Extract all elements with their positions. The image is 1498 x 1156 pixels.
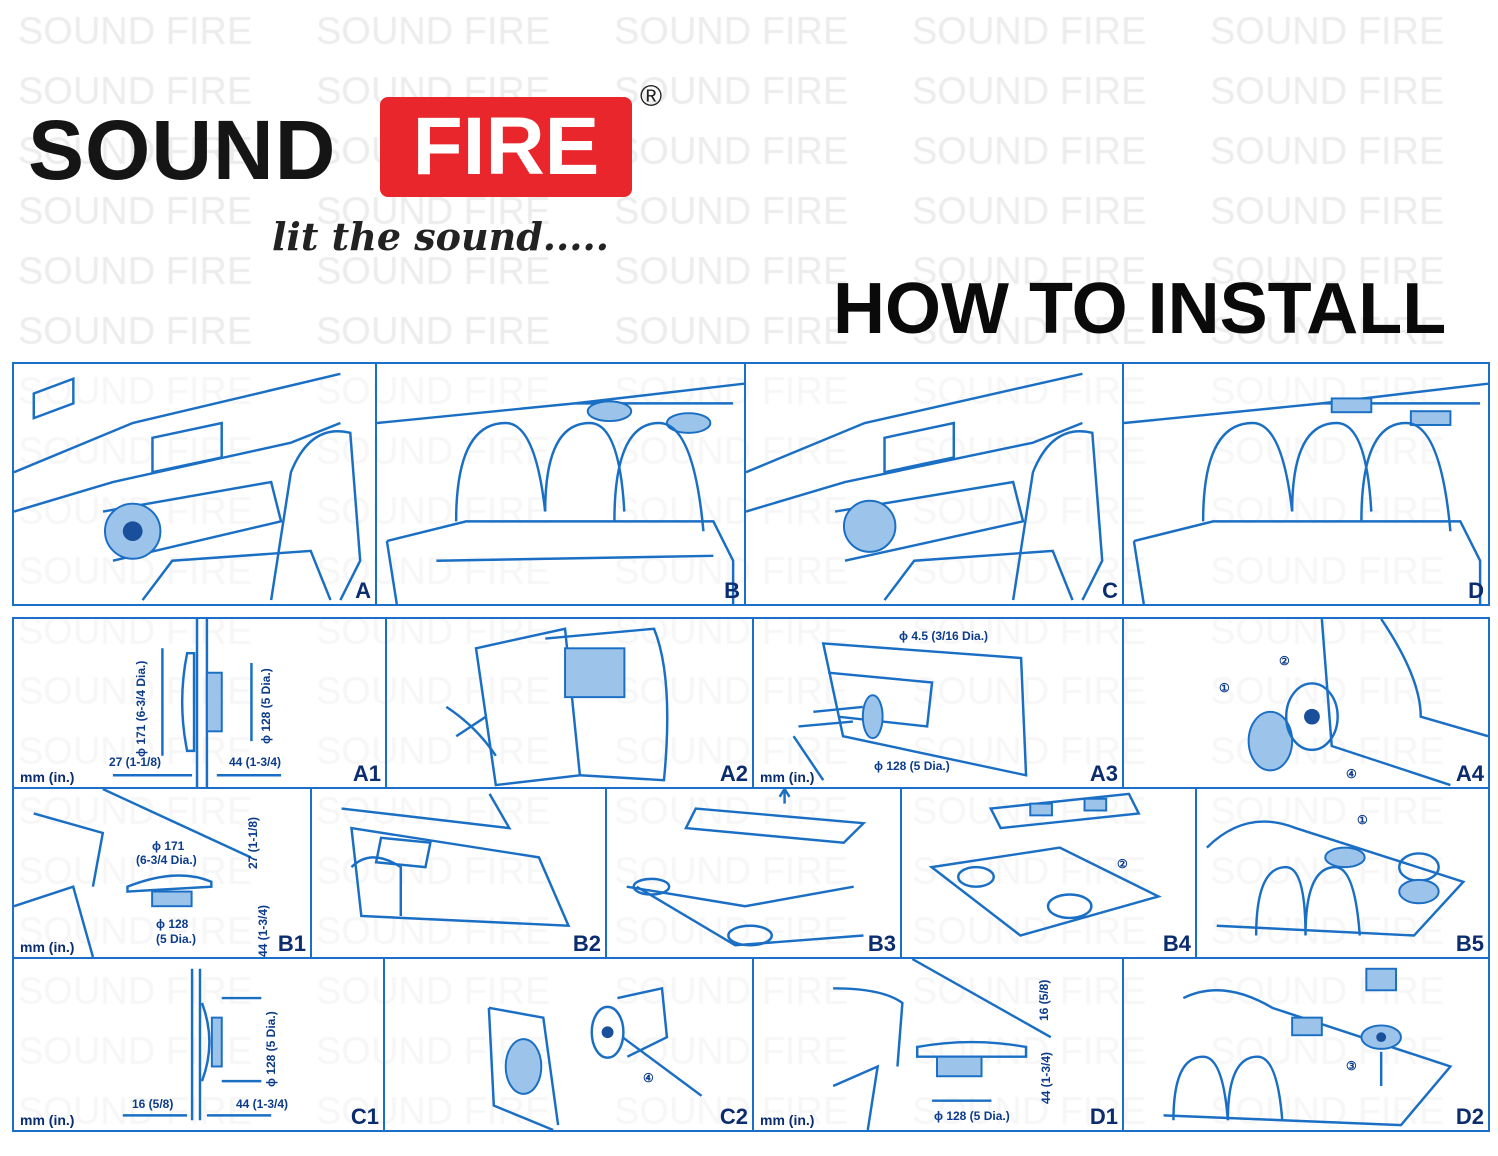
callout-number: ① [1219,681,1230,695]
step-a2: A2 [385,617,754,789]
rear-deck-speaker-illustration [377,382,744,604]
panel-label: C [1102,578,1118,603]
remove-rear-deck-drawing [626,789,867,947]
door-speaker-dimension-drawing [112,619,282,787]
panel-label: B2 [572,931,601,956]
overview-panel-a: A [12,362,377,606]
logo-word-fire: FIRE [380,97,632,197]
panel-label: A [355,578,371,603]
panel-label: A2 [719,761,748,786]
overview-panel-d: D [1122,362,1490,606]
unit-label: mm (in.) [20,1112,75,1128]
tagline: lit the sound..... [272,214,609,259]
dimension-label: (5 Dia.) [156,932,197,946]
panel-label: B3 [867,931,896,956]
unit-label: mm (in.) [760,1112,815,1128]
callout-number: ② [1279,654,1290,668]
mount-door-speaker-drawing [1247,619,1488,787]
overview-panel-b: B [375,362,746,606]
step-b3: B3 [605,787,902,959]
logo-word-sound: SOUND [28,103,337,197]
panel-label: D2 [1455,1104,1484,1129]
step-a4: ① ② ④ A4 [1122,617,1490,789]
step-b1: ϕ 171 (6-3/4 Dia.) ϕ 128 (5 Dia.) 27 (1-… [12,787,312,959]
panel-label: D [1468,578,1484,603]
step-a3: ϕ 4.5 (3/16 Dia.) ϕ 128 (5 Dia.) mm (in.… [752,617,1124,789]
remove-door-panel-drawing [445,627,669,787]
dimension-label: ϕ 128 [156,917,189,931]
step-b5: ① B5 [1195,787,1490,959]
door-cutout-dimension-drawing [122,968,272,1121]
panel-label: C2 [719,1104,748,1129]
panel-label: D1 [1089,1104,1118,1129]
rear-deck-dimension-drawing [14,789,252,957]
dimension-label: ϕ 128 (5 Dia.) [934,1109,1010,1123]
panel-label: A3 [1089,761,1118,786]
dimension-label: 44 (1-3/4) [1039,1051,1053,1104]
step-a1: ϕ 171 (6-3/4 Dia.) ϕ 128 (5 Dia.) 27 (1-… [12,617,387,789]
callout-number: ① [1357,813,1368,827]
panel-label: A1 [352,761,381,786]
step-c1: ϕ 128 (5 Dia.) 16 (5/8) 44 (1-3/4) mm (i… [12,957,385,1132]
deck-speaker-dimension-drawing [832,959,1052,1130]
front-door-speaker-illustration [14,372,362,601]
insert-door-speaker-drawing [487,986,703,1130]
panel-label: B5 [1455,931,1484,956]
unit-label: mm (in.) [760,769,815,785]
dimension-label: (6-3/4 Dia.) [136,853,197,867]
rear-deck-cutout-illustration [1124,382,1488,604]
dimension-label: 27 (1-1/8) [109,755,162,769]
unit-label: mm (in.) [20,939,75,955]
dimension-label: ϕ 171 [152,839,185,853]
step-c2: ④ C2 [383,957,754,1132]
panel-label: C1 [350,1104,379,1129]
panel-label: A4 [1455,761,1484,786]
panel-label: B4 [1162,931,1191,956]
dimension-label: ϕ 128 (5 Dia.) [874,759,950,773]
callout-number: ② [1117,857,1128,871]
step-d2: ③ D2 [1122,957,1490,1132]
callout-number: ③ [1346,1059,1357,1073]
dimension-label: 44 (1-3/4) [236,1097,289,1111]
dimension-label: ϕ 128 (5 Dia.) [264,1011,278,1087]
step-b4: ② B4 [900,787,1197,959]
dimension-label: 27 (1-1/8) [246,816,260,869]
panel-label: B1 [277,931,306,956]
step-d1: 16 (5/8) 44 (1-3/4) ϕ 128 (5 Dia.) mm (i… [752,957,1124,1132]
callout-number: ④ [1346,767,1357,781]
panel-label: B [724,578,740,603]
cut-deck-hole-drawing [928,792,1162,937]
dimension-label: 44 (1-3/4) [256,904,270,957]
front-door-cutout-illustration [746,372,1104,601]
dimension-label: ϕ 4.5 (3/16 Dia.) [899,629,989,643]
overview-panel-c: C [744,362,1124,606]
drill-door-panel-drawing [792,642,1028,781]
dimension-label: 44 (1-3/4) [229,755,282,769]
registered-mark: ® [640,80,663,113]
open-trunk-drawing [341,793,571,928]
dimension-label: ϕ 171 (6-3/4 Dia.) [134,660,148,757]
page-title: HOW TO INSTALL [833,269,1447,349]
dimension-label: 16 (5/8) [1037,979,1051,1021]
dimension-label: 16 (5/8) [132,1097,174,1111]
mount-rear-deck-speaker-drawing [1163,967,1453,1127]
dimension-label: ϕ 128 (5 Dia.) [259,668,273,744]
step-b2: B2 [310,787,607,959]
callout-number: ④ [643,1071,654,1085]
unit-label: mm (in.) [20,769,75,785]
mount-deck-speaker-drawing [1205,820,1466,937]
